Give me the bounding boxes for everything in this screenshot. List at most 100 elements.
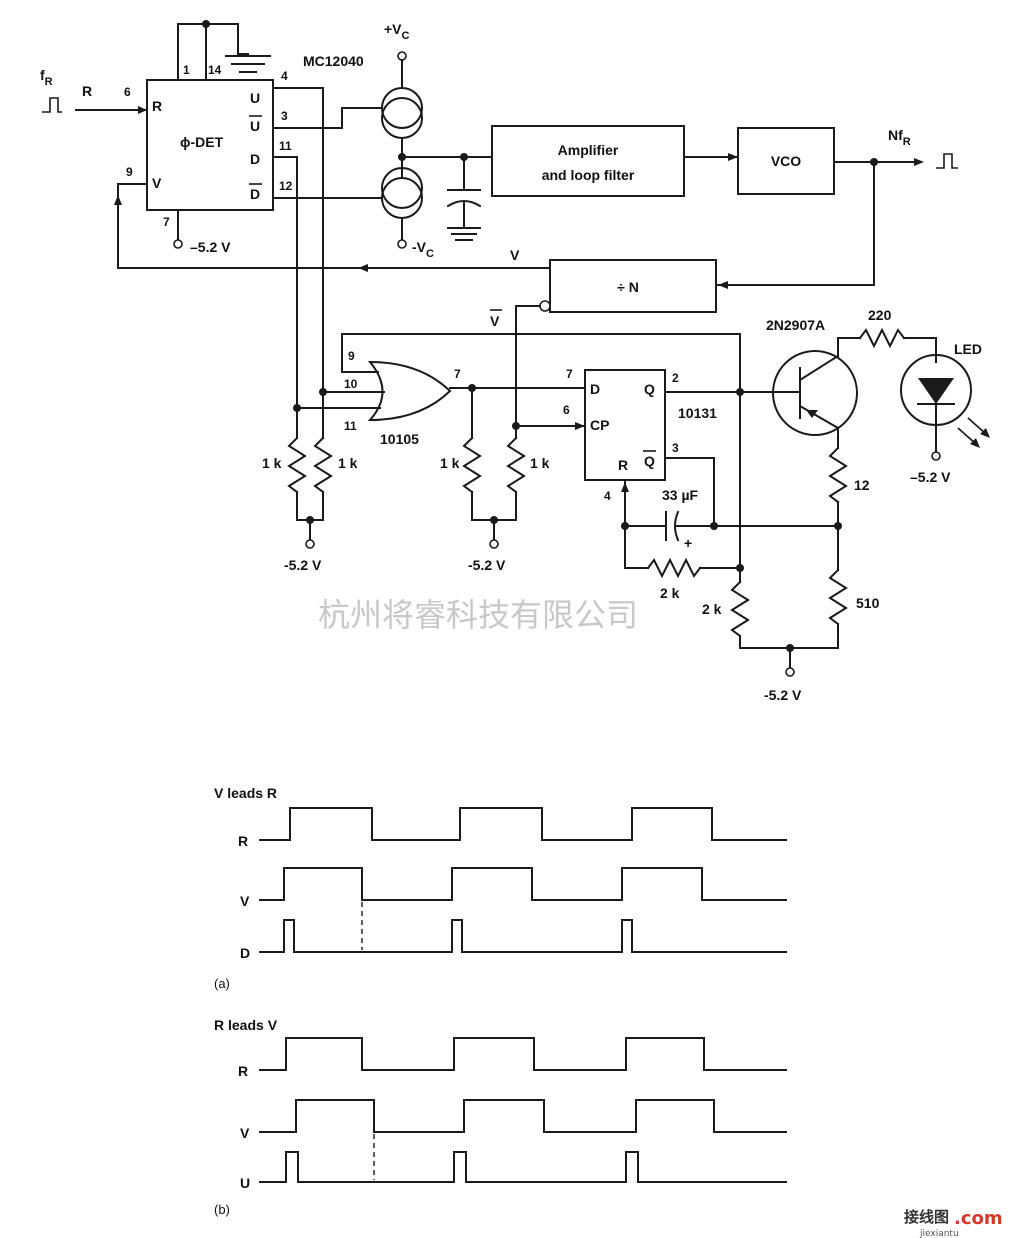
divider-block: ÷ N V	[490, 259, 717, 427]
transistor: 2N2907A 220 12 510	[766, 307, 937, 649]
vco-label: VCO	[771, 153, 801, 169]
ff-pin-7: 7	[566, 367, 573, 381]
waveform-v-b	[259, 1099, 787, 1133]
or-pin-11: 11	[344, 419, 357, 433]
pin-u-label: U	[250, 90, 260, 106]
r3-label: 1 k	[440, 455, 460, 471]
v-label: V	[510, 247, 520, 263]
or-gate: 9 10 11 10105 7	[293, 333, 741, 447]
timing-panel-b: R leads V R V U (b)	[214, 1017, 787, 1217]
rail-left-label: -5.2 V	[284, 557, 322, 573]
r220-label: 220	[868, 307, 892, 323]
supply-neg-label: -VC	[412, 239, 434, 260]
square-wave-icon	[42, 97, 62, 113]
transistor-label: 2N2907A	[766, 317, 825, 333]
amp-label-1: Amplifier	[558, 142, 619, 158]
cap-plus: +	[684, 535, 692, 551]
pin-4-label: 4	[281, 69, 288, 83]
pin-u-bar-label: U	[250, 118, 260, 134]
or-pin-10: 10	[344, 377, 358, 391]
ff-pin-2: 2	[672, 371, 679, 385]
waveform-v-a	[259, 867, 787, 901]
reset-network: 33 µF + 2 k 2 k -5.2 V	[624, 391, 839, 703]
or-out-pin: 7	[454, 367, 461, 381]
panel-a-title: V leads R	[214, 785, 277, 801]
pin-7-label: 7	[163, 215, 170, 229]
pin-v-label: V	[152, 175, 162, 191]
panel-a-signal-r: R	[238, 833, 248, 849]
pin-6-label: 6	[124, 85, 131, 99]
led-label: LED	[954, 341, 982, 357]
pin-1-label: 1	[183, 63, 190, 77]
vco-block: VCO NfR	[715, 127, 958, 289]
pd-supply-label: –5.2 V	[190, 239, 231, 255]
waveform-r-a	[259, 807, 787, 841]
pin-14-label: 14	[208, 63, 222, 77]
rail-mid-label: -5.2 V	[468, 557, 506, 573]
ff-q-label: Q	[644, 381, 655, 397]
r12-label: 12	[854, 477, 870, 493]
output-label: NfR	[888, 127, 911, 148]
pin-12-label: 12	[279, 179, 293, 193]
phase-detector-label: ϕ-DET	[180, 134, 224, 150]
panel-b-signal-v: V	[240, 1125, 250, 1141]
pin-9-label: 9	[126, 165, 133, 179]
pulldown-pair-mid: 1 k 1 k -5.2 V	[440, 387, 586, 573]
divider-label: ÷ N	[617, 279, 639, 295]
r4-label: 1 k	[530, 455, 550, 471]
logo-dot-com: .com	[954, 1208, 1003, 1229]
pin-d-label: D	[250, 151, 260, 167]
waveform-r-b	[259, 1037, 787, 1071]
panel-b-caption: (b)	[214, 1202, 230, 1217]
ff-d-label: D	[590, 381, 600, 397]
feedback-path: 9 V	[114, 165, 551, 272]
panel-b-signal-u: U	[240, 1175, 250, 1191]
pin-11-label: 11	[279, 139, 292, 153]
chip-part-label: MC12040	[303, 53, 364, 69]
r2k-a-label: 2 k	[660, 585, 680, 601]
ff-pin-4: 4	[604, 489, 611, 503]
cap-label: 33 µF	[662, 487, 699, 503]
r510-label: 510	[856, 595, 880, 611]
ff-r-label: R	[618, 457, 628, 473]
waveform-u-b	[259, 1151, 787, 1183]
waveform-d-a	[259, 919, 787, 953]
r2-label: 1 k	[338, 455, 358, 471]
ff-cp-label: CP	[590, 417, 609, 433]
watermark: 杭州将睿科技有限公司	[318, 596, 638, 634]
supply-pos-label: +VC	[384, 21, 410, 42]
ff-pin-6: 6	[563, 403, 570, 417]
logo-sub: jiexiantu	[919, 1229, 959, 1238]
r1-label: 1 k	[262, 455, 282, 471]
panel-a-signal-d: D	[240, 945, 250, 961]
led-supply-label: –5.2 V	[910, 469, 951, 485]
r2k-b-label: 2 k	[702, 601, 722, 617]
input-label: fR	[40, 67, 53, 88]
v-bar-label: V	[490, 313, 500, 329]
reference-input: fR R 6	[40, 67, 147, 114]
pd-outputs: 4 3 11 12	[272, 69, 383, 409]
pulldown-pair-left: 1 k 1 k -5.2 V	[262, 391, 358, 573]
rail-right-label: -5.2 V	[764, 687, 802, 703]
or-part-label: 10105	[380, 431, 419, 447]
ff-qbar-label: Q	[644, 453, 655, 469]
led: LED –5.2 V	[900, 341, 990, 485]
flip-flop: D CP Q Q R 7 6 2 3 4 10131	[563, 367, 791, 569]
pin-d-bar-label: D	[250, 186, 260, 202]
ff-part-label: 10131	[678, 405, 717, 421]
timing-panel-a: V leads R R V D (a)	[214, 785, 787, 991]
site-logo: 接线图 .com jiexiantu	[904, 1208, 1003, 1238]
pin-r-label: R	[152, 98, 162, 114]
panel-b-title: R leads V	[214, 1017, 278, 1033]
output-wave-icon	[936, 153, 958, 169]
panel-a-caption: (a)	[214, 976, 230, 991]
panel-a-signal-v: V	[240, 893, 250, 909]
pin-3-label: 3	[281, 109, 288, 123]
ff-pin-3: 3	[672, 441, 679, 455]
panel-b-signal-r: R	[238, 1063, 248, 1079]
or-pin-9: 9	[348, 349, 355, 363]
input-arrow-label: R	[82, 83, 92, 99]
charge-pump: +VC -VC	[381, 21, 493, 260]
logo-text: 接线图	[904, 1208, 949, 1226]
